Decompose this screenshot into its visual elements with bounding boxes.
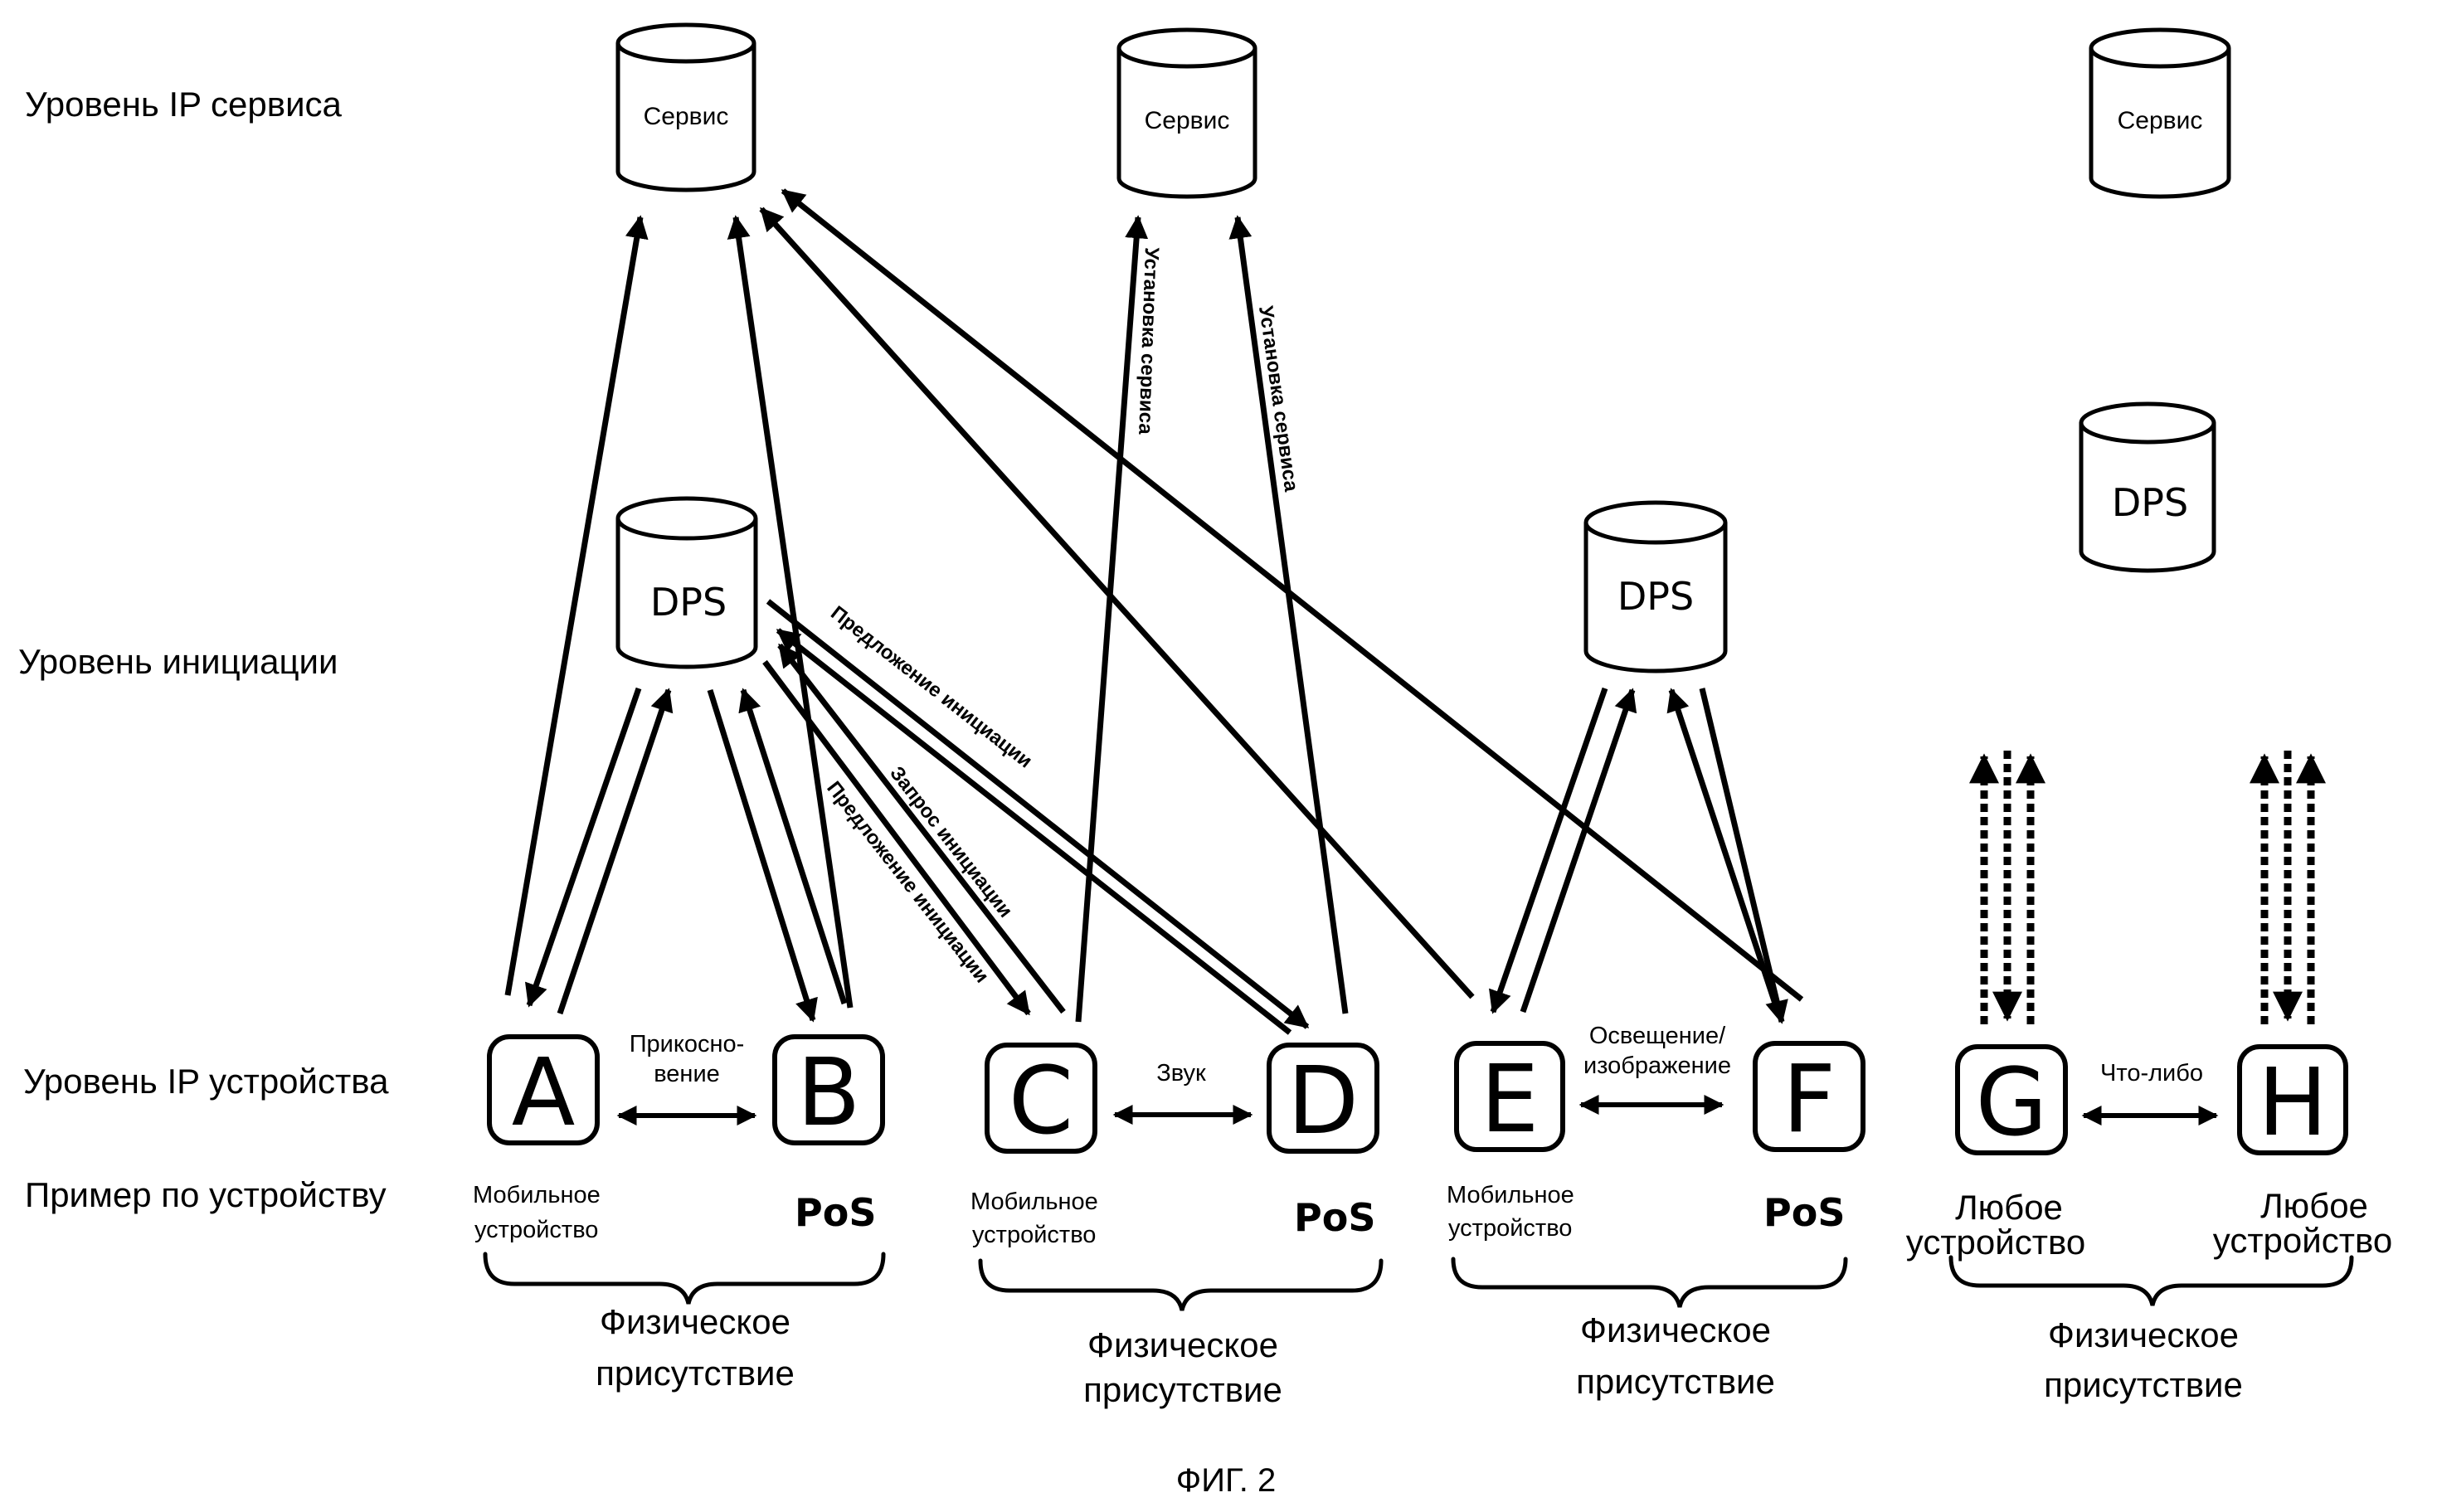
arrow-c-to-service2	[1075, 215, 1149, 1023]
device-e-letter: E	[1481, 1046, 1540, 1154]
mobile-label-e-line1: Мобильное	[1447, 1182, 1574, 1208]
device-box-b: B	[772, 1034, 885, 1147]
device-box-a: A	[487, 1034, 600, 1147]
pos-label-f: PoS	[1763, 1190, 1845, 1235]
arrow-dps1-to-d	[766, 599, 1310, 1029]
mobile-label-c-line1: Мобильное	[970, 1189, 1098, 1215]
arrow-b-to-dps1	[738, 688, 848, 1005]
phys-label-1-line2: присутствие	[596, 1354, 795, 1393]
device-a-letter: A	[512, 1039, 576, 1147]
arrow-d-to-service2	[1228, 215, 1349, 1014]
arrow-f-to-service1	[781, 188, 1804, 1002]
device-box-h: H	[2237, 1044, 2348, 1157]
phys-label-4-line2: присутствие	[2044, 1365, 2243, 1404]
phys-label-1-line1: Физическое	[600, 1302, 790, 1341]
service-db-3	[2089, 27, 2231, 199]
touch-label-line2: вение	[654, 1061, 720, 1087]
device-box-g: G	[1955, 1044, 2068, 1157]
pos-label-d: PoS	[1294, 1195, 1375, 1240]
init-request-label: Запрос инициации	[885, 762, 1017, 921]
dps-db-2	[1583, 500, 1728, 673]
light-label-line2: изображение	[1583, 1053, 1731, 1079]
service-db-3-label: Сервис	[2118, 107, 2203, 134]
device-box-e: E	[1454, 1041, 1565, 1154]
dps-db-1	[615, 496, 758, 669]
arrow-dps1-to-a	[524, 687, 642, 1008]
brace-gh	[1948, 1255, 2354, 1306]
arrow-dps2-to-e	[1489, 687, 1608, 1014]
service-db-1	[615, 22, 756, 192]
light-label-line1: Освещение/	[1589, 1023, 1726, 1049]
brace-cd	[978, 1258, 1384, 1311]
service-db-2	[1116, 27, 1257, 199]
dps-db-3-label: DPS	[2112, 480, 2188, 525]
mobile-label-c-line2: устройство	[972, 1222, 1096, 1248]
any-label-h-line1: Любое	[2260, 1186, 2368, 1225]
anything-label: Что-либо	[2100, 1060, 2203, 1087]
arrow-a-to-dps1	[557, 688, 674, 1015]
arrow-c-to-dps1	[777, 643, 1066, 1014]
device-f-letter: F	[1783, 1046, 1836, 1154]
device-c-letter: C	[1009, 1048, 1073, 1155]
figure-caption: ФИГ. 2	[1176, 1462, 1276, 1499]
device-g-letter: G	[1976, 1049, 2048, 1157]
touch-label-line1: Прикосно-	[630, 1031, 745, 1057]
phys-label-3-line2: присутствие	[1576, 1362, 1775, 1401]
pos-label-b: PoS	[795, 1190, 876, 1235]
any-label-g-line1: Любое	[1955, 1188, 2063, 1227]
arrow-a-to-service1	[504, 215, 649, 996]
phys-label-3-line1: Физическое	[1580, 1310, 1771, 1349]
phys-label-2-line2: присутствие	[1083, 1370, 1282, 1409]
device-box-f: F	[1753, 1041, 1865, 1154]
phys-label-2-line1: Физическое	[1087, 1325, 1278, 1364]
service-db-2-label: Сервис	[1145, 107, 1230, 134]
mobile-label-a-line1: Мобильное	[473, 1182, 601, 1208]
brace-ef	[1451, 1257, 1848, 1308]
brace-ab	[483, 1252, 886, 1305]
device-box-c: C	[985, 1043, 1097, 1155]
level-label-device: Уровень IP устройства	[23, 1062, 389, 1101]
arrow-dps1-to-c	[762, 659, 1031, 1016]
arrow-e-to-service1	[759, 207, 1475, 999]
any-label-g-line2: устройство	[1906, 1223, 2085, 1262]
level-label-service: Уровень IP сервиса	[25, 85, 343, 124]
phys-label-4-line1: Физическое	[2048, 1315, 2239, 1354]
dps-db-1-label: DPS	[650, 580, 727, 625]
arrow-dps2-to-f	[1699, 688, 1788, 1024]
device-h-letter: H	[2258, 1049, 2328, 1157]
mobile-label-a-line2: устройство	[474, 1217, 598, 1243]
service-setup-label-1: Установка сервиса	[1134, 247, 1163, 435]
device-box-d: D	[1267, 1043, 1379, 1155]
mobile-label-e-line2: устройство	[1448, 1215, 1572, 1242]
sound-label: Звук	[1156, 1060, 1206, 1087]
arrow-e-to-dps2	[1520, 688, 1637, 1014]
any-label-h-line2: устройство	[2213, 1221, 2392, 1260]
level-label-initiation: Уровень инициации	[18, 642, 338, 681]
arrow-b-to-service1	[727, 215, 854, 1009]
arrow-dps1-to-b	[707, 688, 818, 1023]
service-db-1-label: Сервис	[644, 103, 729, 130]
arrow-d-to-dps1	[776, 628, 1292, 1035]
dps-db-2-label: DPS	[1617, 574, 1694, 619]
device-b-letter: B	[797, 1039, 861, 1147]
level-label-example: Пример по устройству	[25, 1175, 387, 1214]
device-d-letter: D	[1287, 1048, 1359, 1155]
dps-db-3	[2079, 401, 2216, 573]
arrow-f-to-dps2	[1666, 688, 1778, 1005]
